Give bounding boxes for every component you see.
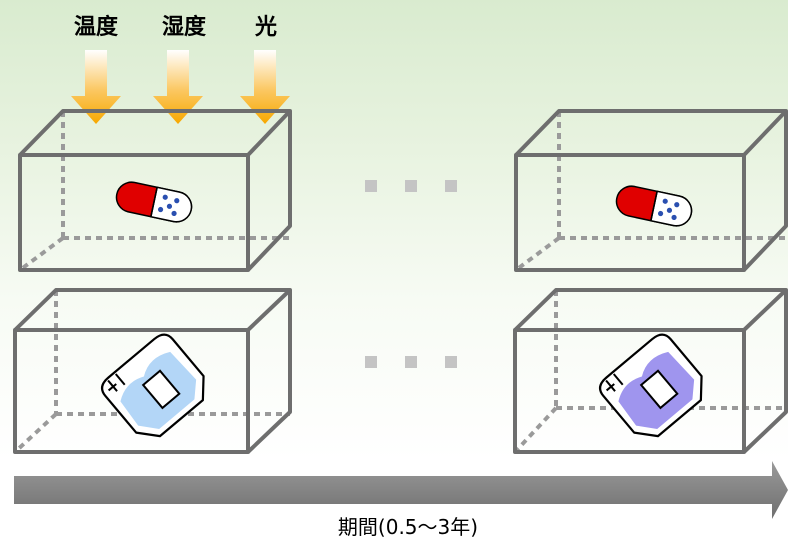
down-arrow-icon xyxy=(153,50,203,124)
factor-label-light: 光 xyxy=(254,15,277,40)
ellipsis-icon xyxy=(365,356,457,368)
storage-box-top-right xyxy=(514,109,788,272)
ellipsis-icon xyxy=(365,180,457,192)
down-arrow-icon xyxy=(240,50,290,124)
capsule-icon xyxy=(615,185,693,227)
ointment-tube-icon xyxy=(101,333,205,438)
timeline-label: 期間(0.5〜3年) xyxy=(338,515,478,539)
down-arrow-icon xyxy=(71,50,121,124)
capsule-icon xyxy=(115,181,193,223)
factor-label-humidity: 湿度 xyxy=(162,14,207,40)
storage-box-top-left xyxy=(18,109,292,272)
timeline-arrow-icon xyxy=(14,461,788,519)
factor-label-temperature: 温度 xyxy=(74,14,119,40)
storage-box-bottom-left xyxy=(13,288,292,454)
ointment-tube-icon xyxy=(599,333,703,438)
